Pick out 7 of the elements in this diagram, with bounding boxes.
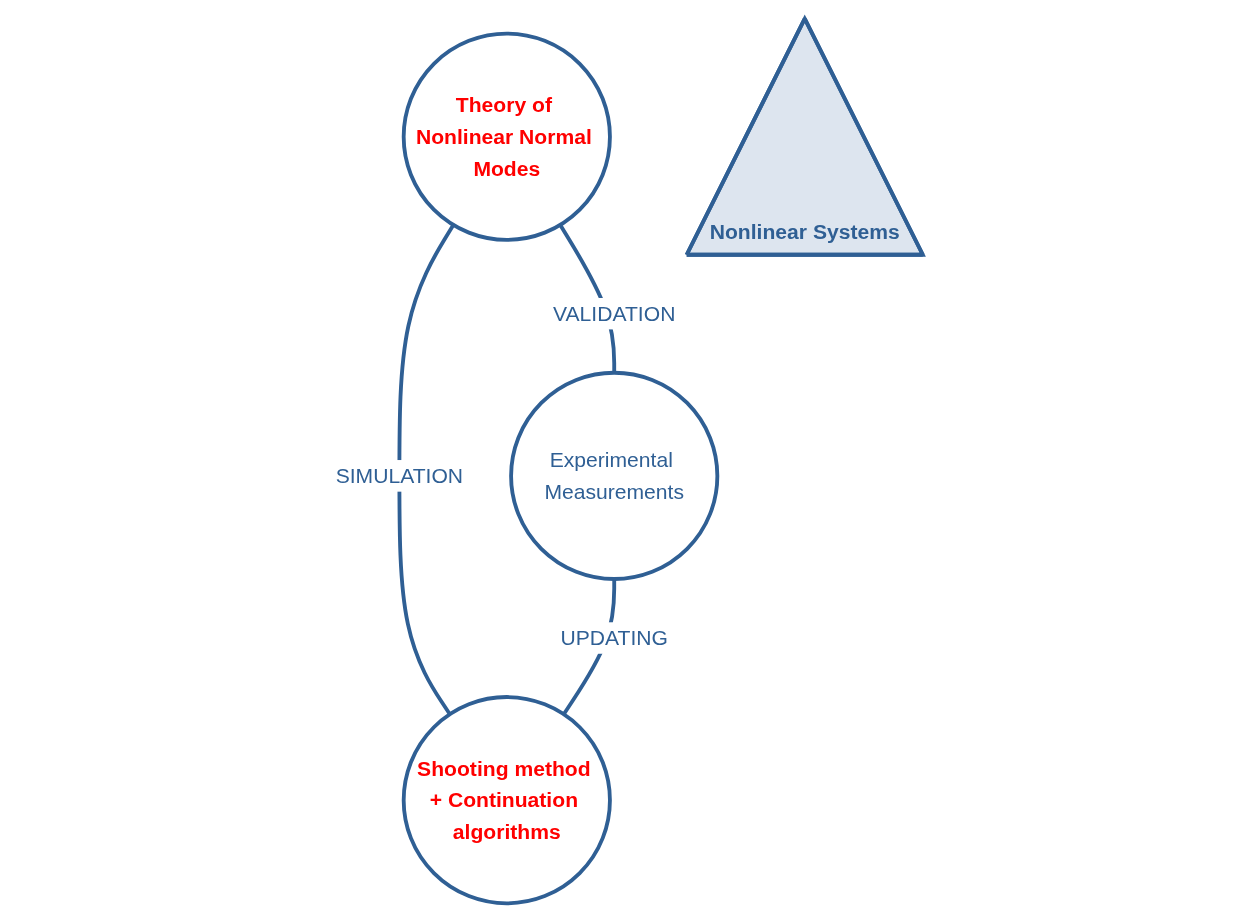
edge-label: UPDATING	[560, 625, 669, 650]
edge-label: SIMULATION	[335, 463, 464, 488]
node-circle: Experimental Measurements	[509, 370, 720, 581]
edge-label: VALIDATION	[553, 301, 676, 326]
connector	[397, 223, 456, 715]
node-circle: Theory of Nonlinear Normal Modes	[402, 31, 613, 242]
node-circle: Shooting method + Continuation algorithms	[402, 694, 613, 905]
